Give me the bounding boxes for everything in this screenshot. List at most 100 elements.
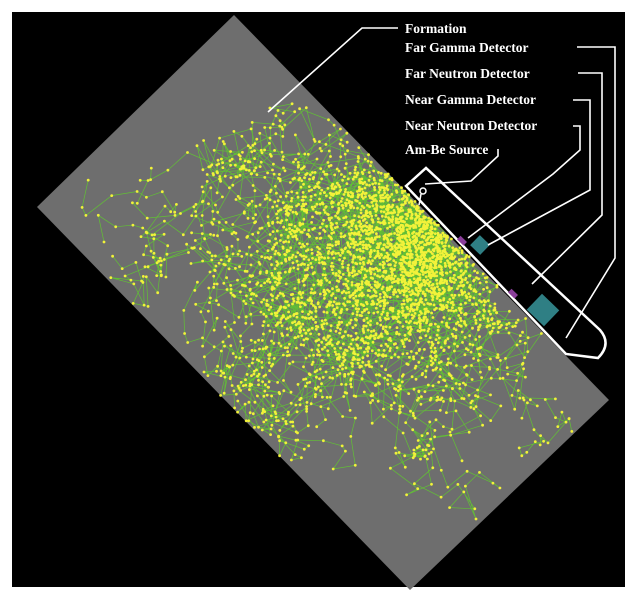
collision-point <box>114 225 118 229</box>
collision-point <box>418 278 422 282</box>
collision-point <box>385 278 389 282</box>
collision-point <box>215 191 219 195</box>
collision-point <box>413 292 417 296</box>
collision-point <box>340 335 344 339</box>
collision-point <box>320 382 323 386</box>
collision-point <box>270 339 273 343</box>
collision-point <box>386 314 389 317</box>
collision-point <box>415 321 419 325</box>
collision-point <box>415 232 418 236</box>
collision-point <box>413 303 416 307</box>
collision-point <box>337 240 340 244</box>
collision-point <box>340 197 344 200</box>
collision-point <box>371 259 374 263</box>
collision-point <box>330 237 333 241</box>
collision-point <box>370 286 373 289</box>
collision-point <box>354 331 358 335</box>
collision-point <box>310 311 313 314</box>
collision-point <box>272 342 276 345</box>
collision-point <box>430 450 433 454</box>
collision-point <box>360 282 364 286</box>
collision-point <box>367 233 370 236</box>
collision-point <box>309 297 312 301</box>
collision-point <box>377 220 380 224</box>
collision-point <box>238 249 242 253</box>
collision-point <box>367 346 371 350</box>
collision-point <box>339 235 343 239</box>
collision-point <box>305 405 308 408</box>
collision-point <box>338 316 341 319</box>
far-gamma-leader <box>565 46 616 339</box>
collision-point <box>427 272 431 276</box>
collision-point <box>231 223 235 226</box>
collision-point <box>353 291 357 294</box>
collision-point <box>342 342 345 346</box>
collision-point <box>234 198 238 201</box>
collision-point <box>362 331 366 334</box>
collision-point <box>411 428 415 432</box>
collision-point <box>336 211 339 215</box>
collision-point <box>457 275 460 279</box>
collision-point <box>351 260 354 264</box>
collision-point <box>447 244 451 248</box>
collision-point <box>326 303 330 307</box>
collision-point <box>341 367 344 371</box>
collision-point <box>279 318 283 321</box>
collision-point <box>273 200 277 204</box>
collision-point <box>164 275 168 279</box>
collision-point <box>484 300 487 303</box>
collision-point <box>486 299 490 302</box>
collision-point <box>146 179 150 182</box>
collision-point <box>477 328 480 332</box>
collision-point <box>242 299 246 303</box>
collision-point <box>515 379 518 382</box>
collision-point <box>259 148 263 152</box>
collision-point <box>199 247 202 251</box>
collision-point <box>473 315 476 318</box>
collision-point <box>336 225 339 229</box>
collision-point <box>407 280 411 284</box>
collision-point <box>307 372 311 376</box>
collision-point <box>409 241 413 244</box>
collision-point <box>192 205 196 209</box>
collision-point <box>429 250 433 254</box>
collision-point <box>368 260 371 263</box>
collision-point <box>401 227 405 231</box>
collision-point <box>341 415 344 418</box>
collision-point <box>280 233 283 237</box>
collision-point <box>332 123 336 127</box>
collision-point <box>298 322 302 325</box>
collision-point <box>437 265 441 268</box>
collision-point <box>249 297 253 301</box>
collision-point <box>305 268 309 272</box>
collision-point <box>480 300 483 304</box>
collision-point <box>405 223 408 227</box>
collision-point <box>288 353 291 357</box>
collision-point <box>409 325 412 329</box>
collision-point <box>419 457 422 461</box>
collision-point <box>338 372 342 375</box>
collision-point <box>415 239 419 243</box>
collision-point <box>286 316 290 319</box>
collision-point <box>409 210 413 214</box>
collision-point <box>389 339 393 342</box>
collision-point <box>351 177 355 181</box>
collision-point <box>356 255 360 259</box>
collision-point <box>388 257 392 261</box>
collision-point <box>413 200 417 203</box>
collision-point <box>432 260 435 264</box>
collision-point <box>289 326 292 330</box>
collision-point <box>450 387 454 390</box>
collision-point <box>414 250 418 254</box>
collision-point <box>439 495 443 499</box>
collision-point <box>451 300 454 304</box>
am-be-source-marker <box>419 187 427 195</box>
collision-point <box>354 261 357 265</box>
collision-point <box>239 380 243 384</box>
collision-point <box>298 176 302 180</box>
collision-point <box>424 259 428 263</box>
collision-point <box>134 261 138 264</box>
collision-point <box>229 150 233 153</box>
collision-point <box>212 345 216 349</box>
collision-point <box>315 324 318 328</box>
